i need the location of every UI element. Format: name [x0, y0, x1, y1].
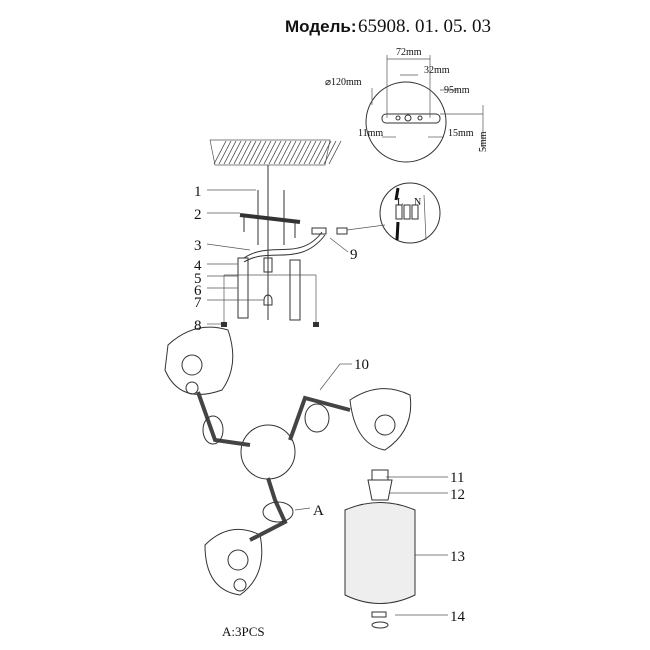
- model-label: Модель:: [285, 17, 356, 36]
- part-label-12: 12: [450, 487, 465, 503]
- part-label-5: 5: [194, 271, 202, 287]
- chandelier-top-view: [164, 326, 412, 596]
- leader-lines: [206, 189, 448, 616]
- dim-15: 15mm: [448, 128, 474, 139]
- part-label-9: 9: [350, 247, 358, 263]
- part-label-2: 2: [194, 207, 202, 223]
- dim-32: 32mm: [424, 65, 450, 76]
- quantity-note: A:3PCS: [222, 624, 265, 639]
- part-label-10: 10: [354, 357, 369, 373]
- mounting-plate-detail: [365, 55, 484, 163]
- part-label-a: A: [313, 503, 324, 519]
- part-label-11: 11: [450, 470, 464, 486]
- dim-120: ⌀120mm: [325, 77, 362, 88]
- ceiling-hatch: [209, 139, 342, 166]
- part-label-4: 4: [194, 258, 202, 274]
- part-label-6: 6: [194, 283, 202, 299]
- dim-5: 5mm: [478, 131, 489, 152]
- part-label-14: 14: [450, 609, 466, 625]
- dim-72: 72mm: [396, 47, 422, 58]
- dim-95: 95mm: [444, 85, 470, 96]
- part-label-1: 1: [194, 184, 202, 200]
- wiring-detail: [346, 182, 441, 244]
- wire-n-label: N: [414, 197, 421, 208]
- wire-l-label: L: [397, 197, 403, 208]
- model-number: 65908. 01. 05. 03: [358, 16, 491, 37]
- dim-11: 11mm: [358, 128, 383, 139]
- part-label-13: 13: [450, 549, 465, 565]
- lamp-shade: [344, 469, 416, 629]
- mounting-bracket: [221, 190, 348, 327]
- part-label-8: 8: [194, 318, 202, 334]
- part-label-7: 7: [194, 295, 202, 311]
- part-label-3: 3: [194, 238, 202, 254]
